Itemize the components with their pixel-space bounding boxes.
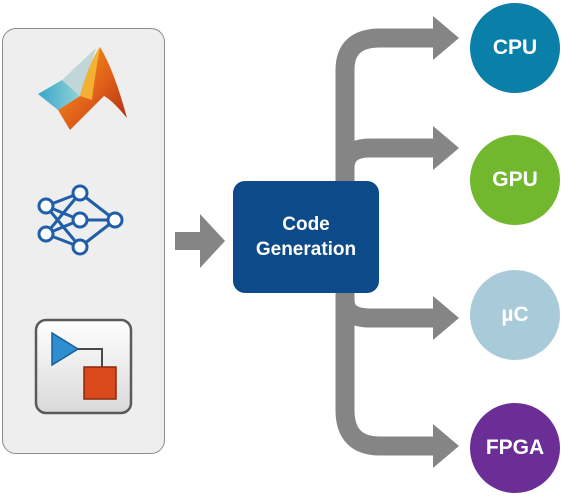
branch-arrows	[335, 28, 437, 456]
arrow-head-gpu	[433, 126, 459, 170]
code-generation-label: Code Generation	[256, 212, 356, 262]
neural-network-icon	[37, 184, 124, 256]
arrow-to-uc	[335, 293, 437, 328]
code-generation-line1: Code	[282, 214, 330, 235]
input-arrow	[175, 214, 225, 268]
target-cpu: CPU	[470, 3, 560, 93]
arrow-to-cpu	[335, 28, 437, 181]
arrow-to-fpga	[335, 293, 437, 456]
target-gpu: GPU	[470, 135, 560, 225]
code-generation-box: Code Generation	[233, 181, 379, 293]
simulink-block-icon	[34, 318, 133, 415]
code-generation-line2: Generation	[255, 239, 357, 260]
matlab-icon	[38, 47, 127, 130]
arrow-head-fpga	[433, 424, 459, 468]
target-microcontroller: µC	[470, 270, 560, 360]
arrow-head-uc	[433, 296, 459, 340]
arrow-heads	[433, 16, 459, 468]
arrow-head-cpu	[433, 16, 459, 60]
target-fpga: FPGA	[470, 403, 560, 493]
arrow-to-gpu	[335, 138, 437, 181]
